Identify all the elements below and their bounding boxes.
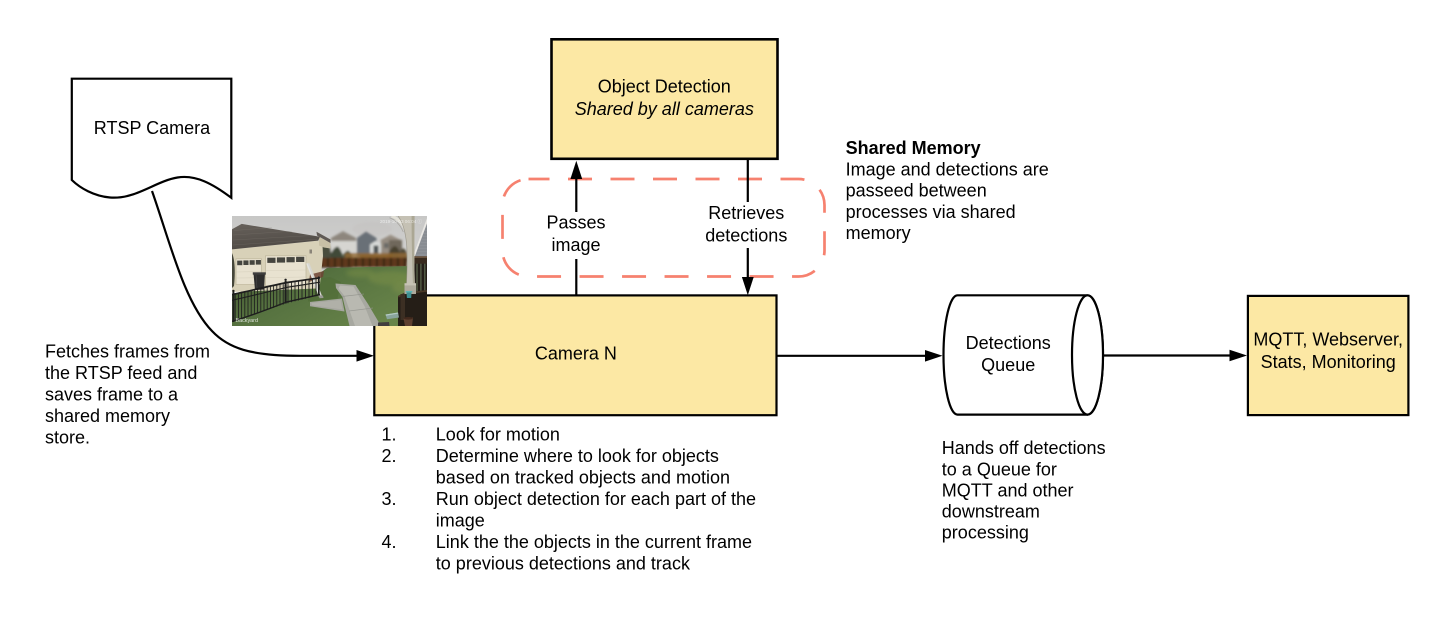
svg-text:Shared Memory: Shared Memory bbox=[846, 138, 981, 158]
svg-text:Camera N: Camera N bbox=[535, 343, 617, 363]
svg-text:1.: 1. bbox=[382, 424, 397, 444]
svg-text:processing: processing bbox=[942, 523, 1029, 543]
svg-text:Queue: Queue bbox=[981, 355, 1035, 375]
svg-text:Image and detections are: Image and detections are bbox=[846, 159, 1049, 179]
svg-text:the RTSP feed and: the RTSP feed and bbox=[45, 363, 197, 383]
svg-text:Backyard: Backyard bbox=[236, 318, 258, 324]
svg-text:4.: 4. bbox=[382, 532, 397, 552]
svg-text:Shared by all cameras: Shared by all cameras bbox=[575, 99, 754, 119]
svg-text:3.: 3. bbox=[382, 489, 397, 509]
svg-text:Run object detection for each: Run object detection for each part of th… bbox=[436, 489, 756, 509]
svg-text:image: image bbox=[436, 510, 485, 530]
svg-text:image: image bbox=[551, 235, 600, 255]
svg-text:to a Queue for: to a Queue for bbox=[942, 459, 1057, 479]
svg-text:Link the the objects in the cu: Link the the objects in the current fram… bbox=[436, 532, 752, 552]
svg-text:MQTT and other: MQTT and other bbox=[942, 480, 1074, 500]
svg-text:Stats, Monitoring: Stats, Monitoring bbox=[1261, 352, 1396, 372]
svg-text:memory: memory bbox=[846, 223, 911, 243]
svg-text:Determine where to look for ob: Determine where to look for objects bbox=[436, 446, 719, 466]
svg-text:Detections: Detections bbox=[966, 333, 1051, 353]
svg-text:MQTT, Webserver,: MQTT, Webserver, bbox=[1253, 330, 1403, 350]
svg-text:2.: 2. bbox=[382, 446, 397, 466]
svg-text:Passes: Passes bbox=[546, 212, 605, 232]
svg-text:downstream: downstream bbox=[942, 501, 1040, 521]
svg-text:to previous detections and tra: to previous detections and track bbox=[436, 553, 691, 573]
svg-text:Fetches frames from: Fetches frames from bbox=[45, 342, 210, 362]
svg-text:saves frame to a: saves frame to a bbox=[45, 384, 179, 404]
svg-text:Retrieves: Retrieves bbox=[708, 203, 784, 223]
svg-text:Look for motion: Look for motion bbox=[436, 424, 560, 444]
svg-text:processes via shared: processes via shared bbox=[846, 202, 1016, 222]
svg-text:shared memory: shared memory bbox=[45, 406, 170, 426]
svg-text:detections: detections bbox=[705, 225, 787, 245]
svg-text:Hands off detections: Hands off detections bbox=[942, 438, 1106, 458]
svg-text:passeed between: passeed between bbox=[846, 181, 987, 201]
svg-text:RTSP Camera: RTSP Camera bbox=[94, 118, 211, 138]
svg-text:store.: store. bbox=[45, 427, 90, 447]
svg-text:Object Detection: Object Detection bbox=[598, 76, 731, 96]
svg-text:based on tracked objects and m: based on tracked objects and motion bbox=[436, 467, 730, 487]
svg-text:2019-10-03 06:04 ⓘ: 2019-10-03 06:04 ⓘ bbox=[380, 218, 423, 225]
